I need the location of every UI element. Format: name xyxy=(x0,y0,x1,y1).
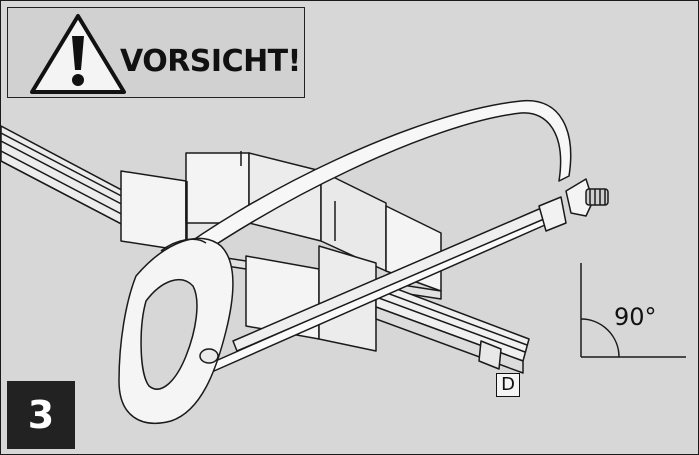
aluminium-profile-right xyxy=(375,280,530,374)
warning-panel: VORSICHT! xyxy=(7,7,305,98)
warning-triangle-icon xyxy=(30,14,126,94)
angle-label: 90° xyxy=(614,303,657,331)
warning-title: VORSICHT! xyxy=(120,44,301,79)
step-number-badge: 3 xyxy=(7,381,75,449)
right-angle-symbol xyxy=(580,263,686,358)
part-label: D xyxy=(496,373,520,397)
saw-handle xyxy=(118,237,234,425)
saw-frame xyxy=(150,100,609,352)
aluminium-profile-left xyxy=(1,125,132,230)
